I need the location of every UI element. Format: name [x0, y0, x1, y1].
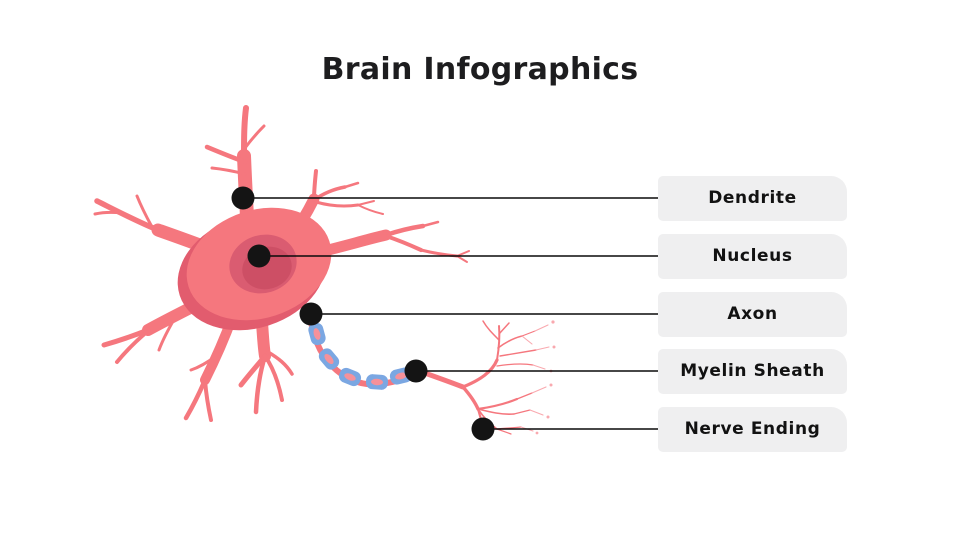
page-title: Brain Infographics	[321, 52, 639, 87]
label-box-nerve-ending: Nerve Ending	[658, 406, 847, 452]
label-text-myelin-sheath: Myelin Sheath	[680, 361, 825, 381]
label-text-nucleus: Nucleus	[712, 246, 793, 266]
label-box-myelin-sheath: Myelin Sheath	[658, 348, 847, 394]
nerve-ending-fine-twigs	[520, 324, 550, 432]
myelin-sheath-segments	[308, 322, 425, 390]
label-text-axon: Axon	[727, 304, 778, 324]
label-text-dendrite: Dendrite	[708, 188, 797, 208]
label-box-axon: Axon	[658, 291, 847, 337]
nerve-ending-dots	[535, 320, 556, 435]
label-box-nucleus: Nucleus	[658, 233, 847, 279]
label-box-dendrite: Dendrite	[658, 175, 847, 221]
label-text-nerve-ending: Nerve Ending	[684, 419, 821, 439]
axon-terminal-stem	[416, 368, 466, 390]
